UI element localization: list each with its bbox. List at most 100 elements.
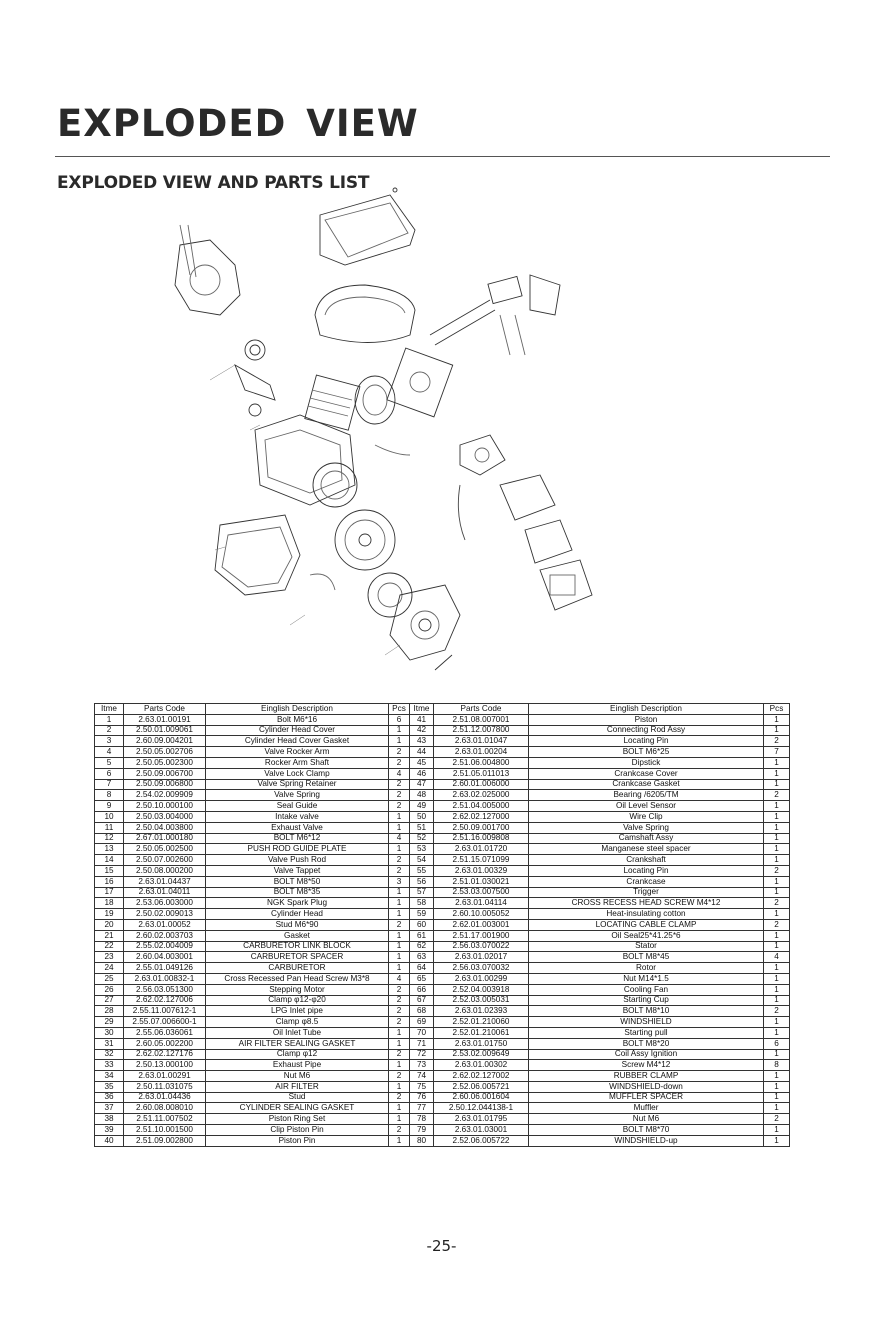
cell-item: 5 [94, 756, 124, 769]
cell-pcs: 1 [763, 940, 790, 953]
cell-parts-code: 2.63.01.00204 [433, 746, 529, 758]
cell-item: 52 [409, 832, 434, 845]
cell-item: 70 [409, 1026, 434, 1039]
cell-item: 72 [409, 1048, 434, 1061]
cell-parts-code: 2.55.02.004009 [123, 940, 206, 953]
cell-item: 58 [409, 897, 434, 910]
cell-item: 79 [409, 1124, 434, 1136]
cell-description: Heat-insulating cotton [528, 908, 764, 920]
cell-pcs: 1 [388, 1102, 410, 1115]
cell-parts-code: 2.63.01.01047 [433, 735, 529, 748]
cell-parts-code: 2.52.03.005031 [433, 994, 529, 1007]
cell-item: 54 [409, 854, 434, 866]
cell-parts-code: 2.63.01.00291 [123, 1070, 206, 1082]
cell-pcs: 4 [388, 767, 410, 780]
cell-item: 74 [409, 1070, 434, 1082]
cell-parts-code: 2.63.01.04114 [433, 897, 529, 910]
cell-item: 76 [409, 1091, 434, 1104]
page-title: EXPLODED VIEW [57, 102, 419, 145]
cell-pcs: 2 [388, 1016, 410, 1028]
cell-pcs: 1 [388, 1134, 410, 1147]
cell-pcs: 1 [388, 1059, 410, 1072]
cell-description: Valve Spring [528, 821, 764, 834]
cell-description: MUFFLER SPACER [528, 1091, 764, 1104]
cell-pcs: 1 [763, 983, 790, 996]
cell-parts-code: 2.50.05.002706 [123, 746, 206, 758]
cell-description: Crankcase Gasket [528, 778, 764, 791]
cell-pcs: 1 [763, 994, 790, 1007]
cell-parts-code: 2.62.02.127006 [123, 994, 206, 1007]
crankshaft-shape [234, 339, 276, 417]
cell-parts-code: 2.51.16.009808 [433, 832, 529, 845]
exploded-view-diagram [174, 187, 593, 671]
cell-pcs: 2 [763, 1113, 790, 1126]
cell-description: WINDSHIELD-down [528, 1080, 764, 1093]
cell-parts-code: 2.51.11.007502 [123, 1113, 206, 1126]
cell-description: Dipstick [528, 756, 764, 769]
cell-description: Valve Rocker Arm [205, 746, 389, 758]
cell-item: 49 [409, 800, 434, 812]
cell-parts-code: 2.51.12.007800 [433, 724, 529, 737]
cell-pcs: 2 [388, 746, 410, 758]
cell-description: Nut M6 [528, 1113, 764, 1126]
cell-item: 37 [94, 1102, 124, 1115]
cell-description: BOLT M8*10 [528, 1005, 764, 1018]
cell-item: 43 [409, 735, 434, 748]
cell-parts-code: 2.52.06.005722 [433, 1134, 529, 1147]
cell-description: CARBURETOR LINK BLOCK [205, 940, 389, 953]
stator-rotor-shape [312, 444, 413, 618]
cell-description: AIR FILTER [205, 1080, 389, 1093]
header-description-left: Einglish Description [205, 703, 389, 715]
cell-pcs: 1 [388, 929, 410, 942]
cell-pcs: 1 [388, 951, 410, 964]
cell-item: 51 [409, 821, 434, 834]
cell-item: 46 [409, 767, 434, 780]
cell-item: 38 [94, 1113, 124, 1126]
cell-item: 48 [409, 789, 434, 802]
cell-description: Muffler [528, 1102, 764, 1115]
cell-pcs: 1 [388, 897, 410, 910]
cell-description: Stud [205, 1091, 389, 1104]
cell-pcs: 1 [763, 1016, 790, 1028]
cell-parts-code: 2.50.13.000100 [123, 1059, 206, 1072]
cell-pcs: 1 [388, 735, 410, 748]
cell-pcs: 1 [763, 756, 790, 769]
cell-parts-code: 2.55.11.007612-1 [123, 1005, 206, 1018]
cell-item: 69 [409, 1016, 434, 1028]
cell-description: BOLT M8*45 [528, 951, 764, 964]
cell-pcs: 2 [388, 1048, 410, 1061]
cell-pcs: 1 [763, 972, 790, 985]
cell-parts-code: 2.50.03.004000 [123, 810, 206, 823]
cell-parts-code: 2.56.03.051300 [123, 983, 206, 996]
cell-description: Cylinder Head Cover Gasket [205, 735, 389, 748]
cell-item: 80 [409, 1134, 434, 1147]
cell-description: PUSH ROD GUIDE PLATE [205, 843, 389, 856]
cell-item: 66 [409, 983, 434, 996]
cell-description: Camshaft Assy [528, 832, 764, 845]
cell-pcs: 2 [763, 897, 790, 910]
cell-parts-code: 2.55.07.006600-1 [123, 1016, 206, 1028]
header-item-left: Itme [94, 703, 124, 715]
cell-pcs: 1 [763, 1134, 790, 1147]
cell-description: Bearing /6205/TM [528, 789, 764, 802]
cell-parts-code: 2.60.08.008010 [123, 1102, 206, 1115]
cell-description: Exhaust Pipe [205, 1059, 389, 1072]
cell-parts-code: 2.63.01.02393 [433, 1005, 529, 1018]
cell-parts-code: 2.63.01.01750 [433, 1037, 529, 1050]
cell-item: 4 [94, 746, 124, 758]
cell-item: 2 [94, 724, 124, 737]
